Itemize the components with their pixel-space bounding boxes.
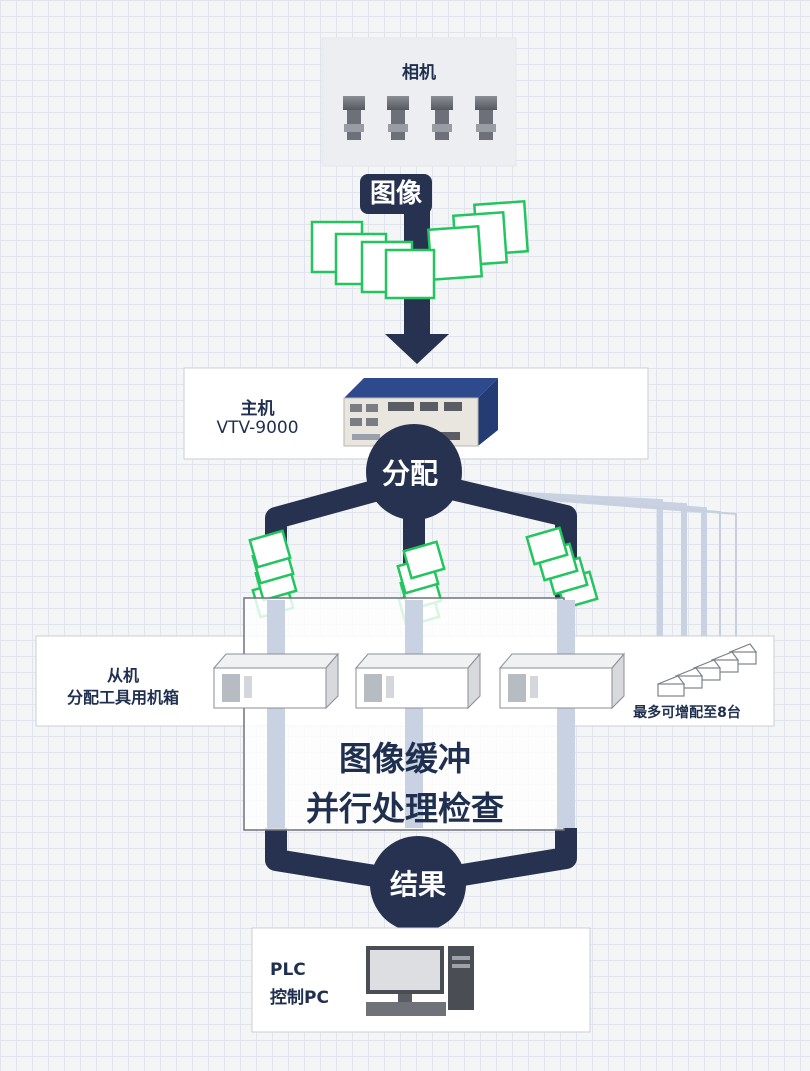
slave-unit-icon [212, 652, 340, 710]
camera-icon [475, 96, 497, 140]
down-arrow-head [385, 334, 449, 364]
slave-title: 从机 [106, 666, 139, 685]
pc-icon [366, 946, 474, 1016]
slave-unit-icon [354, 652, 482, 710]
host-model: VTV-9000 [216, 418, 299, 438]
camera-group-title: 相机 [402, 63, 436, 83]
camera-icon [431, 96, 453, 140]
max-slaves-note: 最多可增配至8台 [633, 705, 741, 721]
image-label-badge [360, 174, 432, 214]
image-stack [525, 526, 599, 610]
slave-subtitle: 分配工具用机箱 [66, 688, 179, 707]
images-label: 图像 [369, 179, 422, 209]
buffer-subtitle: 并行处理检查 [306, 789, 504, 828]
image-stack [248, 529, 298, 619]
buffer-flow-lines [267, 600, 575, 828]
result-circle [370, 836, 466, 932]
plc-label: PLC [270, 960, 306, 980]
camera-icon [387, 96, 409, 140]
distribute-circle [366, 424, 462, 520]
buffer-box [243, 597, 565, 831]
image-stack [310, 199, 530, 300]
extra-slave-icons [657, 643, 757, 697]
result-label: 结果 [389, 868, 446, 901]
host-title: 主机 [240, 399, 275, 419]
slave-unit-icon [498, 652, 626, 710]
camera-icon [343, 96, 365, 140]
control-pc-label: 控制PC [270, 988, 329, 1008]
buffer-title: 图像缓冲 [339, 739, 471, 778]
distribute-label: 分配 [381, 457, 438, 490]
